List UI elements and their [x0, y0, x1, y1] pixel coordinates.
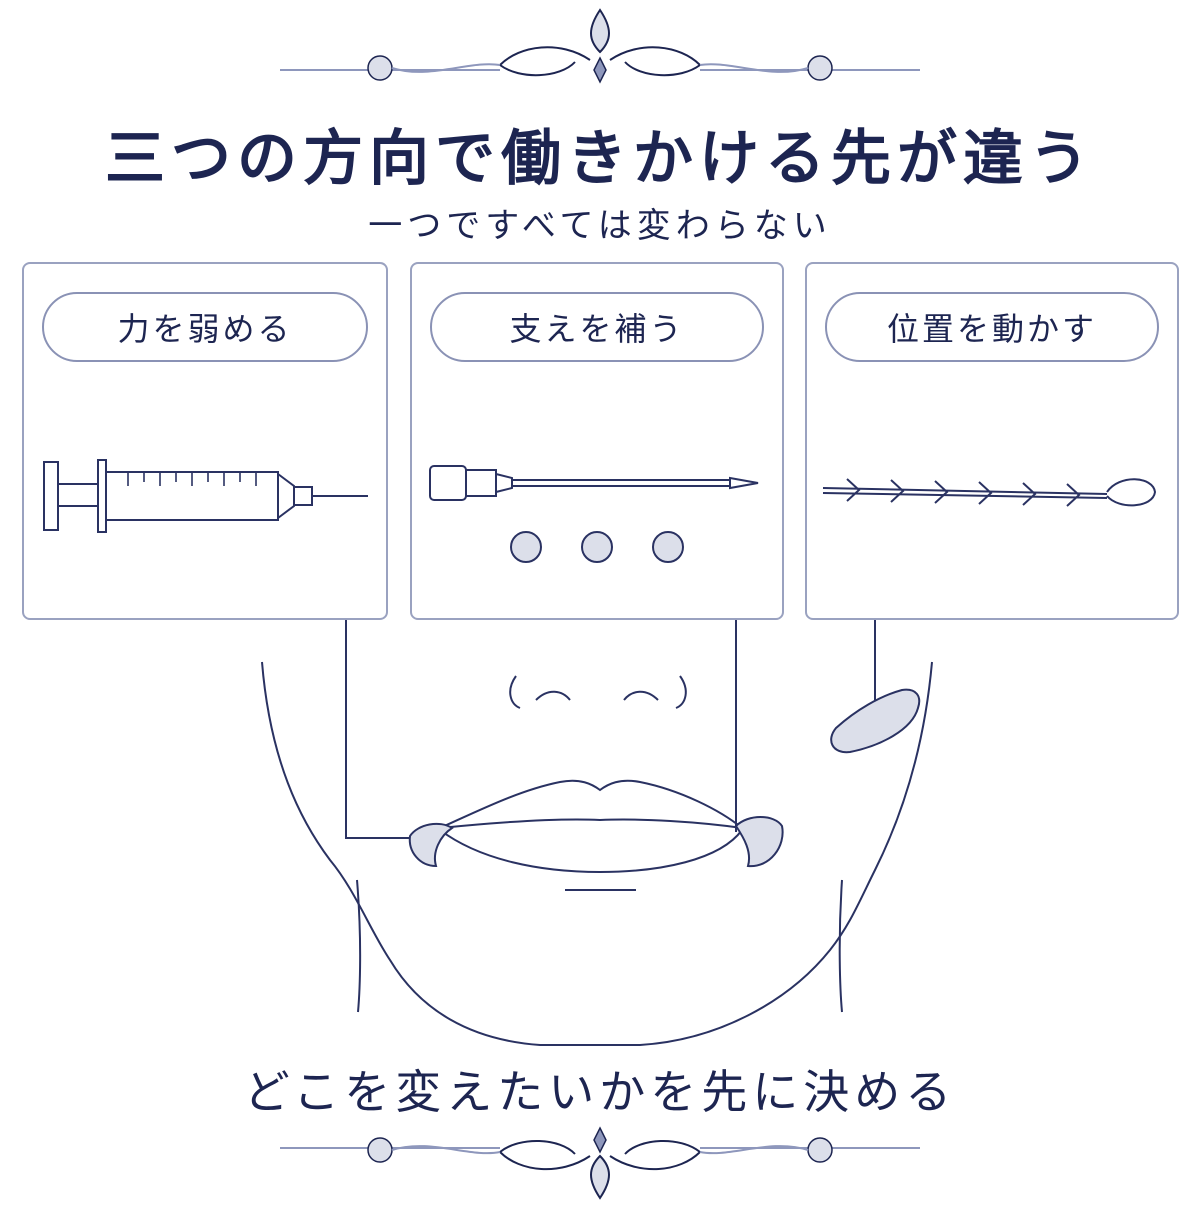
- face-illustration-icon: [261, 620, 933, 1046]
- page-subtitle: 一つですべては変わらない: [368, 206, 832, 246]
- panel-reposition: 位置を動かす: [805, 262, 1179, 620]
- ornament-top-icon: [280, 8, 920, 84]
- label-support: 支えを補う: [430, 292, 764, 362]
- label-reposition: 位置を動かす: [825, 292, 1159, 362]
- syringe-icon: [43, 459, 368, 533]
- filler-dot-icon: [652, 531, 684, 563]
- cannula-icon: [429, 465, 759, 563]
- label-weaken: 力を弱める: [42, 292, 368, 362]
- panel-weaken: 力を弱める: [22, 262, 388, 620]
- page-title: 三つの方向で働きかける先が違う: [105, 124, 1095, 194]
- ornament-bottom-icon: [280, 1126, 920, 1200]
- barbed-thread-icon: [822, 478, 1157, 507]
- closing-message: どこを変えたいかを先に決める: [243, 1065, 957, 1119]
- filler-dot-icon: [510, 531, 542, 563]
- panel-support: 支えを補う: [410, 262, 784, 620]
- filler-dot-icon: [581, 531, 613, 563]
